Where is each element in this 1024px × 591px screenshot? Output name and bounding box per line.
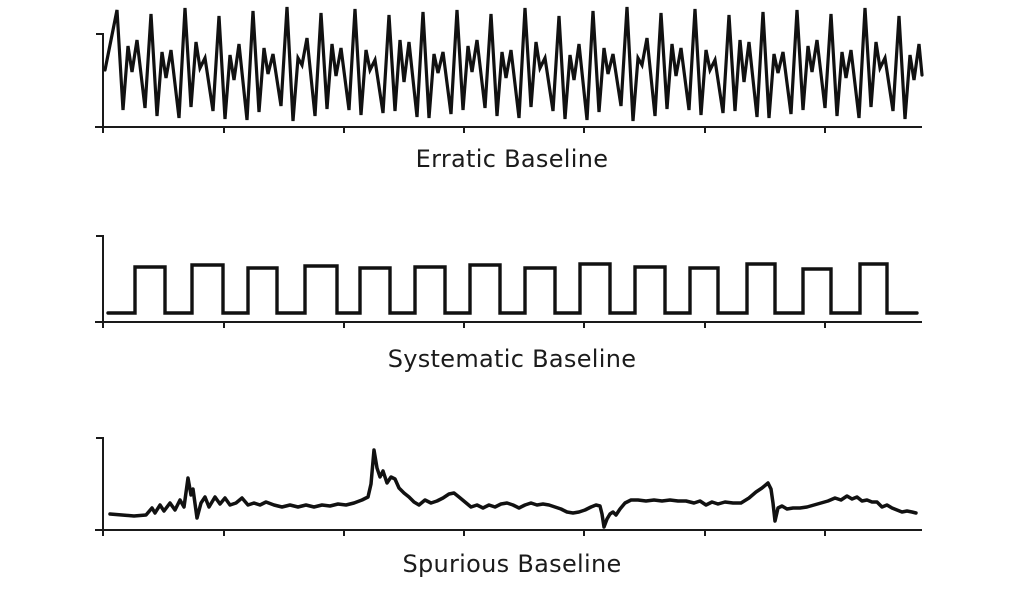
spurious-baseline-panel — [95, 437, 922, 536]
erratic-baseline-title: Erratic Baseline — [415, 145, 609, 173]
systematic-baseline-waveform — [106, 262, 919, 315]
erratic-baseline-waveform — [103, 6, 924, 122]
spurious-baseline-title: Spurious Baseline — [402, 550, 622, 578]
erratic-baseline-panel — [95, 6, 924, 133]
systematic-baseline-title: Systematic Baseline — [387, 345, 637, 373]
spurious-baseline-waveform — [108, 448, 918, 529]
systematic-baseline-panel — [95, 235, 922, 328]
